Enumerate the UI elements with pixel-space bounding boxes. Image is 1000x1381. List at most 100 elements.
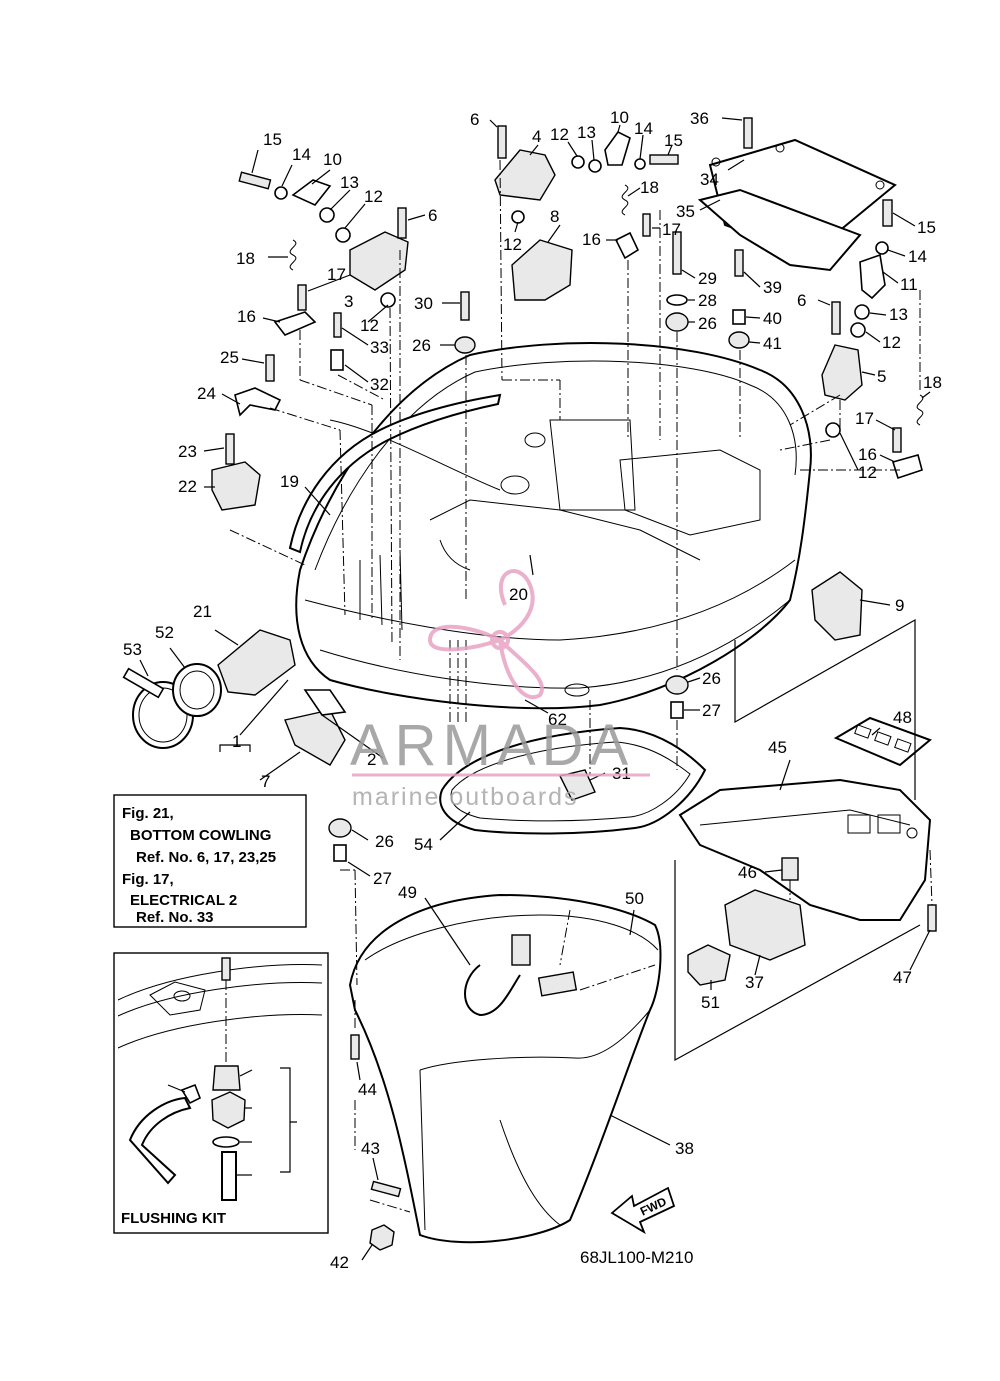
callout-54: 54	[414, 835, 433, 854]
bolt-33	[333, 312, 342, 338]
bolt-15-left	[238, 171, 272, 190]
note-line-3: Ref. No. 6, 17, 23,25	[136, 849, 276, 866]
callout-16: 16	[858, 445, 877, 464]
grommet-41	[728, 331, 750, 349]
callout-26: 26	[375, 832, 394, 851]
callout-40: 40	[763, 309, 782, 328]
leader-lines	[139, 117, 931, 1261]
clamp-16-left	[273, 311, 317, 336]
callout-38: 38	[675, 1139, 694, 1158]
holder-9	[811, 571, 863, 641]
callout-37: 37	[745, 973, 764, 992]
callout-16: 16	[237, 307, 256, 326]
spring-18-center	[621, 184, 629, 216]
callout-10: 10	[610, 108, 629, 127]
callout-10: 10	[323, 150, 342, 169]
callout-9: 9	[895, 596, 904, 615]
callout-6: 6	[428, 206, 437, 225]
collar-12-right	[850, 322, 866, 338]
callout-6: 6	[470, 110, 479, 129]
callout-32: 32	[370, 375, 389, 394]
note-line-6: Ref. No. 33	[136, 909, 214, 926]
collar-12-left	[335, 227, 351, 243]
callout-13: 13	[577, 123, 596, 142]
hose-59-bend	[128, 1096, 192, 1185]
callout-20: 20	[509, 585, 528, 604]
cowling-seal-19	[288, 393, 502, 554]
bolt-47	[927, 904, 937, 932]
block-31	[558, 769, 596, 801]
propeller-logo	[427, 569, 544, 699]
holder-4	[494, 149, 556, 201]
switch-8	[511, 239, 573, 301]
callout-14: 14	[634, 119, 653, 138]
collar-12-lower-left	[380, 292, 396, 308]
plate-37	[724, 889, 806, 961]
callout-35: 35	[676, 202, 695, 221]
callout-15: 15	[664, 131, 683, 150]
collar-12-right-low	[825, 422, 841, 438]
fwd-arrow: FWD	[610, 1186, 676, 1235]
washer-14-left	[274, 186, 288, 200]
clip-10-left	[291, 179, 332, 206]
callout-19: 19	[280, 472, 299, 491]
bolt-30	[460, 291, 470, 321]
callout-22: 22	[178, 477, 197, 496]
callout-17: 17	[855, 409, 874, 428]
callout-50: 50	[625, 889, 644, 908]
callout-12: 12	[503, 235, 522, 254]
callout-12: 12	[882, 333, 901, 352]
hose-59	[221, 1151, 237, 1201]
callout-2: 2	[367, 750, 376, 769]
callout-13: 13	[340, 173, 359, 192]
callout-28: 28	[698, 291, 717, 310]
clip-11	[859, 253, 886, 300]
callout-14: 14	[292, 145, 311, 164]
nozzle-57	[212, 1065, 241, 1091]
collar-27-left	[333, 844, 347, 862]
callout-16: 16	[582, 230, 601, 249]
bolt-36	[743, 117, 753, 149]
callout-5: 5	[877, 367, 886, 386]
washer-14-center	[634, 158, 646, 170]
callout-18: 18	[923, 373, 942, 392]
collar-12-center	[571, 155, 585, 169]
grommet-46	[781, 857, 799, 881]
callout-24: 24	[197, 384, 216, 403]
holder-5	[821, 344, 863, 401]
washer-28	[666, 294, 688, 306]
bolt-6-center	[497, 125, 507, 159]
bottom-cowling	[295, 342, 812, 710]
fitting-50b	[537, 971, 578, 997]
callout-26: 26	[698, 314, 717, 333]
fitting-50a	[511, 934, 531, 966]
callout-27: 27	[702, 701, 721, 720]
holder-3	[349, 231, 409, 291]
callout-6: 6	[797, 291, 806, 310]
apron-38	[348, 893, 662, 1244]
callout-30: 30	[414, 294, 433, 313]
note-line-2: BOTTOM COWLING	[130, 827, 271, 844]
collar-32	[330, 349, 344, 371]
bolt-15-right	[882, 199, 893, 227]
bolt-6-right	[831, 301, 841, 335]
bolt-15-center	[649, 154, 679, 165]
callout-labels: 15 14 10 13 12 6 18 17 3 12 16 33 32 25 …	[123, 108, 942, 1272]
clip-10-center	[604, 130, 631, 166]
callout-23: 23	[178, 442, 197, 461]
callout-41: 41	[763, 334, 782, 353]
note-line-1: Fig. 21,	[122, 805, 174, 822]
clip-2	[303, 689, 347, 716]
callout-53: 53	[123, 640, 142, 659]
callout-15: 15	[917, 218, 936, 237]
callout-46: 46	[738, 863, 757, 882]
note-line-4: Fig. 17,	[122, 871, 174, 888]
callout-43: 43	[361, 1139, 380, 1158]
callout-17: 17	[327, 265, 346, 284]
flushing-kit-label: FLUSHING KIT	[121, 1210, 226, 1227]
callout-26: 26	[412, 336, 431, 355]
callout-18: 18	[640, 178, 659, 197]
watermark-brand: ARMADA	[350, 713, 634, 778]
callout-34: 34	[700, 170, 719, 189]
